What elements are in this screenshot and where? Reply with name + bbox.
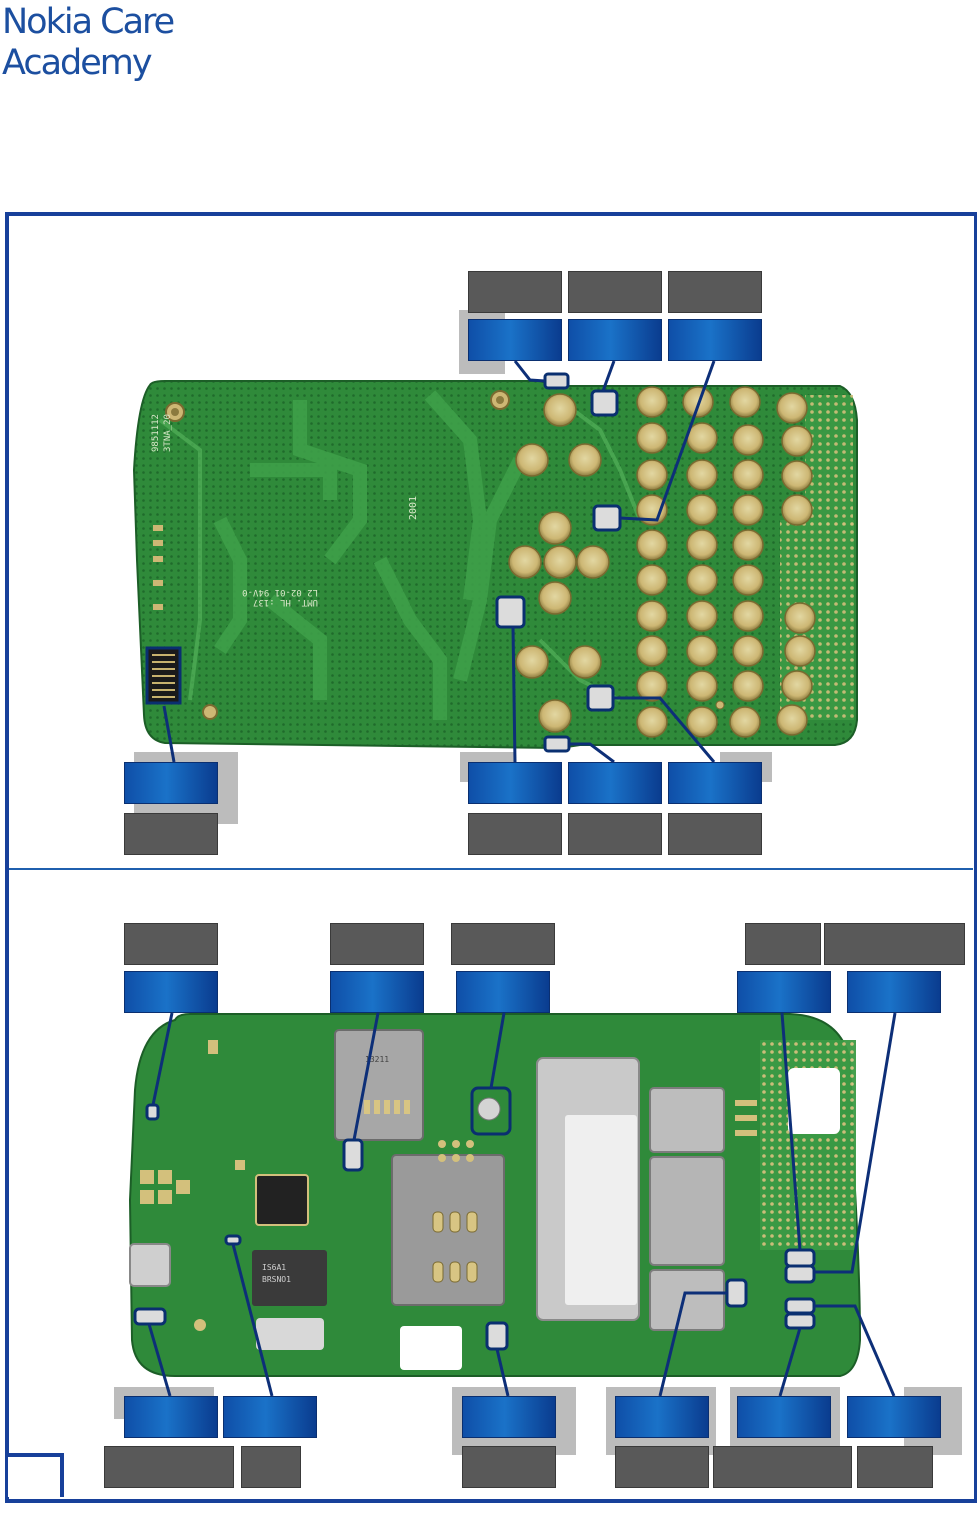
silkscreen-text-3: 2001	[408, 496, 419, 520]
bottom-label-blue-3	[456, 971, 550, 1013]
top-label-blue-3	[668, 319, 762, 361]
top-bottom-label-grey-3	[668, 813, 762, 855]
bottom-row-label-blue-6	[847, 1396, 941, 1438]
top-bottom-label-grey-1	[468, 813, 562, 855]
top-pcb-board: 9851112 3TNA_20 2001 UMT. HL :137 L2 02-…	[132, 380, 858, 750]
bottom-row-label-blue-1	[124, 1396, 218, 1438]
bottom-label-grey-2	[330, 923, 424, 965]
diagram-frame	[5, 212, 977, 1503]
silkscreen-text-4: UMT. HL :137	[253, 597, 318, 607]
page-number-box	[8, 1453, 64, 1497]
bottom-row-label-blue-2	[223, 1396, 317, 1438]
top-label-blue-1	[468, 319, 562, 361]
brand-line-2: Academy	[2, 43, 153, 83]
top-bottom-label-blue-3	[668, 762, 762, 804]
bottom-row-label-grey-4	[615, 1446, 709, 1488]
silkscreen-text-1: 9851112	[151, 414, 161, 452]
bottom-label-blue-1	[124, 971, 218, 1013]
brand-logo-text: Nokia Care Academy	[2, 2, 175, 84]
ic-marking-2: BRSNO1	[262, 1275, 291, 1284]
top-label-grey-2	[568, 271, 662, 313]
bottom-row-label-grey-6	[857, 1446, 933, 1488]
bottom-label-grey-1	[124, 923, 218, 965]
top-left-label-grey	[124, 813, 218, 855]
bottom-label-blue-5	[847, 971, 941, 1013]
bottom-label-blue-2	[330, 971, 424, 1013]
silkscreen-text-2: 3TNA_20	[163, 414, 173, 452]
card-holder-marking: 13211	[365, 1055, 389, 1064]
bottom-row-label-grey-2	[241, 1446, 301, 1488]
section-divider	[9, 868, 973, 870]
top-bottom-label-grey-2	[568, 813, 662, 855]
top-label-grey-1	[468, 271, 562, 313]
top-label-blue-2	[568, 319, 662, 361]
bottom-row-label-grey-3	[462, 1446, 556, 1488]
bottom-label-blue-4	[737, 971, 831, 1013]
brand-line-1: Nokia Care	[2, 2, 175, 42]
bottom-row-label-blue-5	[737, 1396, 831, 1438]
bottom-row-label-grey-5	[713, 1446, 852, 1488]
bottom-row-label-blue-3	[462, 1396, 556, 1438]
ic-marking-1: IS6A1	[262, 1263, 286, 1272]
bottom-label-grey-4	[745, 923, 821, 965]
bottom-label-grey-3	[451, 923, 555, 965]
top-label-grey-3	[668, 271, 762, 313]
top-left-label-blue	[124, 762, 218, 804]
top-bottom-label-blue-1	[468, 762, 562, 804]
bottom-pcb-board: IS6A1 BRSNO1 13211	[128, 1013, 862, 1377]
top-bottom-label-blue-2	[568, 762, 662, 804]
bottom-row-label-grey-1	[104, 1446, 234, 1488]
bottom-label-grey-5	[824, 923, 965, 965]
bottom-row-label-blue-4	[615, 1396, 709, 1438]
silkscreen-text-5: L2 02-01 94V-0	[242, 587, 318, 597]
